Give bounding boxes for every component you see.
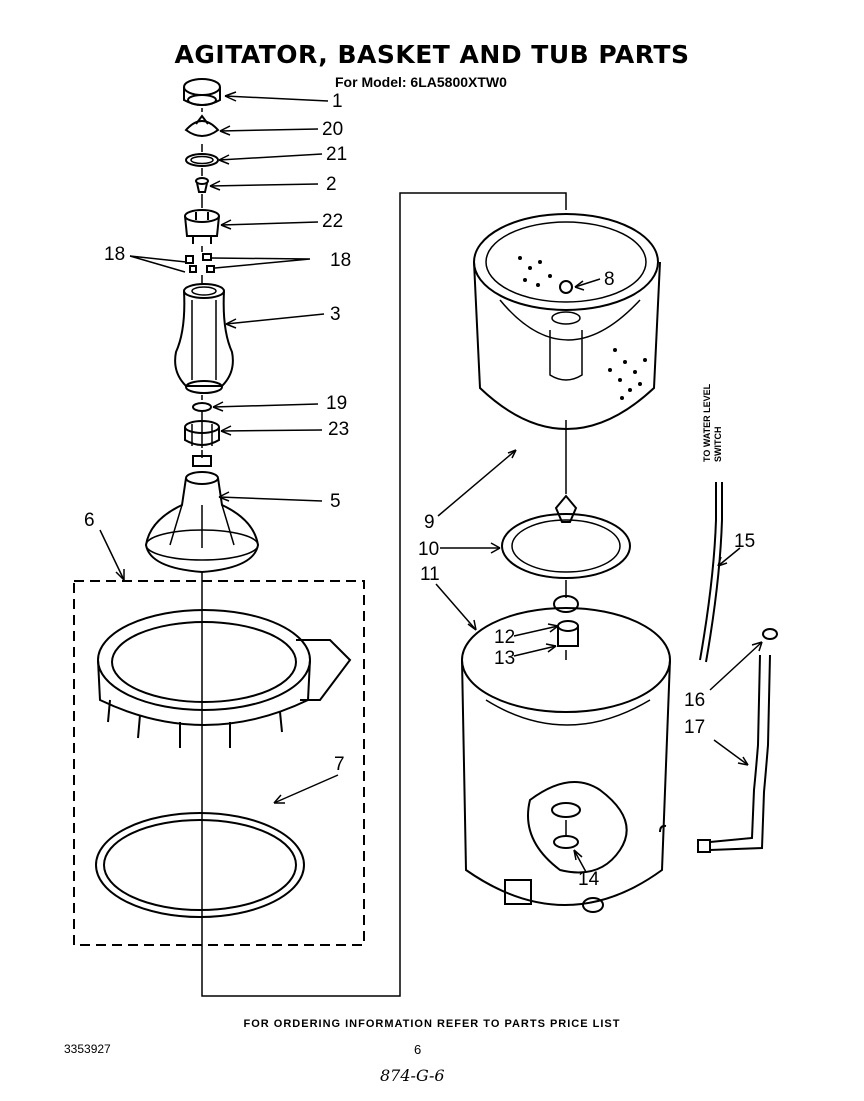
- cap-insert-part: [184, 114, 220, 137]
- callout-2: 2: [326, 174, 337, 195]
- callout-12: 12: [494, 627, 515, 648]
- dog-pieces-part: [185, 253, 215, 273]
- callout-8: 8: [604, 269, 615, 290]
- water-level-label-line2: SWITCH: [713, 427, 723, 463]
- outer-tub-part: [461, 607, 671, 913]
- tub-seal-gasket-part: [95, 812, 305, 918]
- leader-lines: [99, 91, 763, 873]
- callout-3: 3: [330, 304, 341, 325]
- tub-ring-kit-box: [73, 580, 365, 946]
- callout-13: 13: [494, 648, 515, 669]
- callout-5: 5: [330, 491, 341, 512]
- drain-hose-part: [697, 654, 771, 853]
- callout-22: 22: [322, 211, 343, 232]
- callout-6: 6: [84, 510, 95, 531]
- callout-21: 21: [326, 144, 347, 165]
- seal-ring-part: [185, 153, 219, 167]
- basket-nut-part: [559, 280, 573, 294]
- agitator-base-part: [144, 455, 260, 574]
- tub-bearing-part: [553, 835, 579, 849]
- callout-15: 15: [734, 531, 755, 552]
- model-subtitle: For Model: 6LA5800XTW0: [335, 74, 507, 90]
- callout-18-right: 18: [330, 250, 351, 271]
- o-ring-part: [192, 402, 212, 412]
- ordering-note: FOR ORDERING INFORMATION REFER TO PARTS …: [243, 1018, 621, 1030]
- snubber-ring-part: [553, 595, 579, 613]
- callout-23: 23: [328, 419, 349, 440]
- basket-drive-hub-part: [501, 494, 631, 579]
- hose-clamp-part: [762, 628, 778, 640]
- tub-ring-part: [97, 609, 352, 748]
- callout-17: 17: [684, 717, 705, 738]
- agitator-cap-part: [183, 78, 221, 106]
- handwritten-note: 874-G-6: [380, 1066, 445, 1085]
- assembly-lines: [201, 108, 567, 997]
- callout-18-left: 18: [104, 244, 125, 265]
- agitator-barrel-part: [174, 283, 234, 394]
- drive-bell-part: [557, 620, 579, 647]
- basket-part: [473, 213, 661, 430]
- callout-19: 19: [326, 393, 347, 414]
- cap-screw-part: [195, 177, 209, 193]
- callout-10: 10: [418, 539, 439, 560]
- callout-1: 1: [332, 91, 343, 112]
- callout-11: 11: [420, 564, 440, 585]
- document-number: 3353927: [64, 1042, 111, 1056]
- callout-9: 9: [424, 512, 435, 533]
- water-level-label-line1: TO WATER LEVEL: [702, 383, 712, 462]
- callout-14: 14: [578, 869, 600, 890]
- page-title: AGITATOR, BASKET AND TUB PARTS: [174, 40, 690, 69]
- dog-assembly-part: [184, 209, 220, 244]
- callout-16: 16: [684, 690, 705, 711]
- callout-20: 20: [322, 119, 343, 140]
- callout-7: 7: [334, 754, 345, 775]
- pressure-tube-part: [699, 482, 717, 661]
- cam-part: [184, 420, 220, 448]
- page-number: 6: [414, 1042, 422, 1057]
